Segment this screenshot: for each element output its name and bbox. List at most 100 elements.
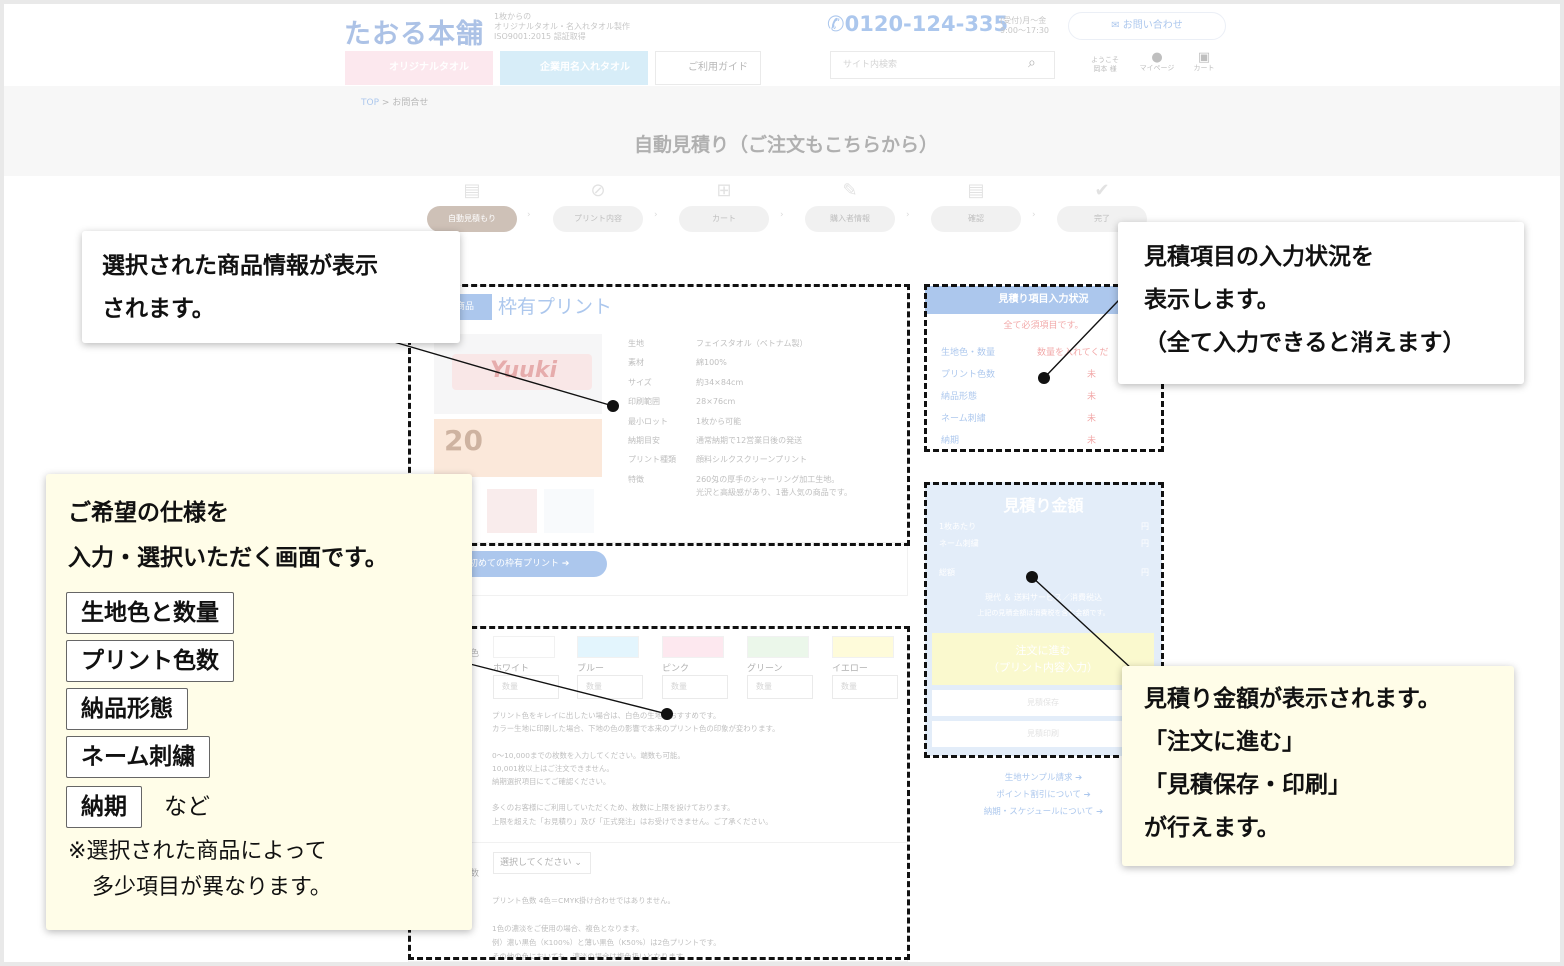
site-logo[interactable]: たおる本舗 [344,19,484,50]
spec-row: プリント種類顔料シルクスクリーンプリント [628,450,886,469]
color-name: イエロー [832,664,868,674]
spec-value: 28×76cm [696,397,736,407]
status-row: プリント色数 未 [941,367,1141,380]
callout-line: （全て入力できると消えます） [1144,330,1466,356]
quantity-input[interactable]: 数量 [747,675,813,699]
chevron-right-icon: › [527,210,531,220]
breadcrumb-top[interactable]: TOP [361,98,380,108]
contact-button[interactable]: ✉ お問い合わせ [1068,12,1226,40]
quantity-input[interactable]: 数量 [832,675,898,699]
form-notes-2: プリント色数 4色＝CMYK掛け合わせではありません。 1色の濃淡をご使用の場合… [492,896,721,961]
status-label[interactable]: プリント色数 [941,370,996,380]
spec-value: 綿100% [696,358,727,368]
quantity-input[interactable]: 数量 [662,675,728,699]
clip-icon: ⊘ [590,180,606,201]
nav-original-towel[interactable]: オリジナルタオル [345,51,493,85]
price-unit: 円 [1141,568,1149,577]
callout-line: 見積り金額が表示されます。 [1144,686,1441,712]
price-note: 現代 ＆ 送料サービス／消費税込 [984,593,1103,602]
price-line: 1枚あたり 円 [939,521,1149,532]
color-swatch [493,636,555,658]
mypage-button[interactable]: ●マイページ [1137,51,1177,73]
quantity-input[interactable]: 数量 [577,675,643,699]
spec-key: 特徴 [628,474,644,484]
hours-line: (受付)月～金 [1000,16,1047,25]
phone-icon: ✆ [827,12,845,36]
chevron-right-icon: › [1032,210,1036,220]
contact-label: お問い合わせ [1122,20,1183,31]
price-line: ネーム刺繍円 [939,538,1149,549]
spec-key: サイズ [628,377,652,387]
towel2-print-text: 20 [444,424,483,457]
tag-print-colors: プリント色数 [66,640,234,682]
status-label[interactable]: ネーム刺繍 [941,414,986,424]
breadcrumb: TOP > お問合せ [361,95,428,108]
status-label[interactable]: 納品形態 [941,392,978,402]
tag-delivery-form: 納品形態 [66,688,188,730]
cart-button[interactable]: ▣カート [1184,51,1224,73]
status-mark: 数量を入れてくだ [1037,348,1109,358]
spec-key: 素材 [628,358,644,368]
status-mark: 未 [1087,414,1097,424]
step-confirm: 確認 [931,206,1021,232]
row-label: 数 [470,869,480,879]
status-label[interactable]: 納期 [941,436,960,446]
chevron-right-icon: › [654,210,658,220]
pencil-icon: ✎ [842,180,858,201]
price-unit: 円 [1141,522,1149,531]
form-notes: プリント色をキレイに出したい場合は、白色の生地がおすすめです。 カラー生地に印刷… [492,711,780,826]
nav-corporate-towel[interactable]: 企業用名入れタオル [500,51,648,85]
spec-row: 生地フェイスタオル（ベトナム製） [628,334,886,353]
status-row: 納期未 [941,433,1141,446]
status-row: ネーム刺繍 未 [941,411,1141,424]
status-mark: 未 [1087,370,1097,380]
color-name: ブルー [577,664,605,674]
color-swatch [747,636,809,658]
print-estimate-button[interactable]: 見積印刷 [932,721,1154,747]
business-hours: (受付)月～金 9:00～17:30 [1000,16,1049,36]
spec-value: フェイスタオル（ベトナム製） [696,339,808,348]
product-thumbnail[interactable] [487,489,537,533]
order-sublabel: （プリント内容入力） [988,661,1098,674]
tagline-line: 1枚からの [494,12,532,21]
phone-number: ✆0120-124-335 [827,12,1008,36]
search-icon[interactable]: ⌕ [1028,55,1036,71]
callout-line: ご希望の仕様を [68,500,229,526]
spec-value: 顔料シルクスクリーンプリント [696,455,808,465]
status-label[interactable]: 生地色・数量 [941,348,996,358]
save-estimate-button[interactable]: 見積保存 [932,690,1154,716]
step-print: プリント内容 [553,206,643,232]
callout-product-info: 選択された商品情報が表示 されます。 [82,231,460,343]
order-label: 注文に進む [1015,644,1071,657]
nav-guide[interactable]: ご利用ガイド [655,51,761,85]
tag-delivery-date: 納期 [66,786,142,828]
callout-form-info: ご希望の仕様を 入力・選択いただく画面です。 生地色と数量 プリント色数 納品形… [46,474,472,930]
point-discount-link[interactable]: ポイント割引について ➔ [996,790,1091,800]
welcome-text: ようこそ 岡本 様 [1091,56,1119,74]
tag-suffix: など [164,794,210,820]
hours-line: 9:00～17:30 [1000,26,1050,35]
chevron-right-icon: › [906,210,910,220]
callout-line: 入力・選択いただく画面です。 [68,545,388,571]
first-guide-button[interactable]: 初めての枠有プリント ➔ [459,551,607,577]
spec-value: 通常納期で12営業日後の発送 [696,436,803,446]
tag-name-embroidery: ネーム刺繍 [66,736,211,778]
tagline-line: ISO9001:2015 認証取得 [494,32,586,41]
search-input[interactable]: サイト内検索 [830,51,1055,79]
schedule-link[interactable]: 納期・スケジュールについて ➔ [983,807,1104,817]
estimate-step-icon: ▤ [463,180,481,201]
callout-note: ※選択された商品によって [68,839,327,864]
price-label: 1枚あたり [939,522,977,531]
cart-label: カート [1193,64,1215,72]
product-thumbnail[interactable] [544,489,594,533]
callout-note: 多少項目が異なります。 [92,875,332,900]
quantity-input[interactable]: 数量 [493,675,559,699]
row-label: 色 [470,649,480,659]
print-color-select[interactable]: 選択してください ⌄ [493,852,591,874]
divider [408,842,908,843]
order-button[interactable]: 注文に進む （プリント内容入力） [932,633,1154,685]
sample-request-link[interactable]: 生地サンプル請求 ➔ [1004,773,1083,783]
